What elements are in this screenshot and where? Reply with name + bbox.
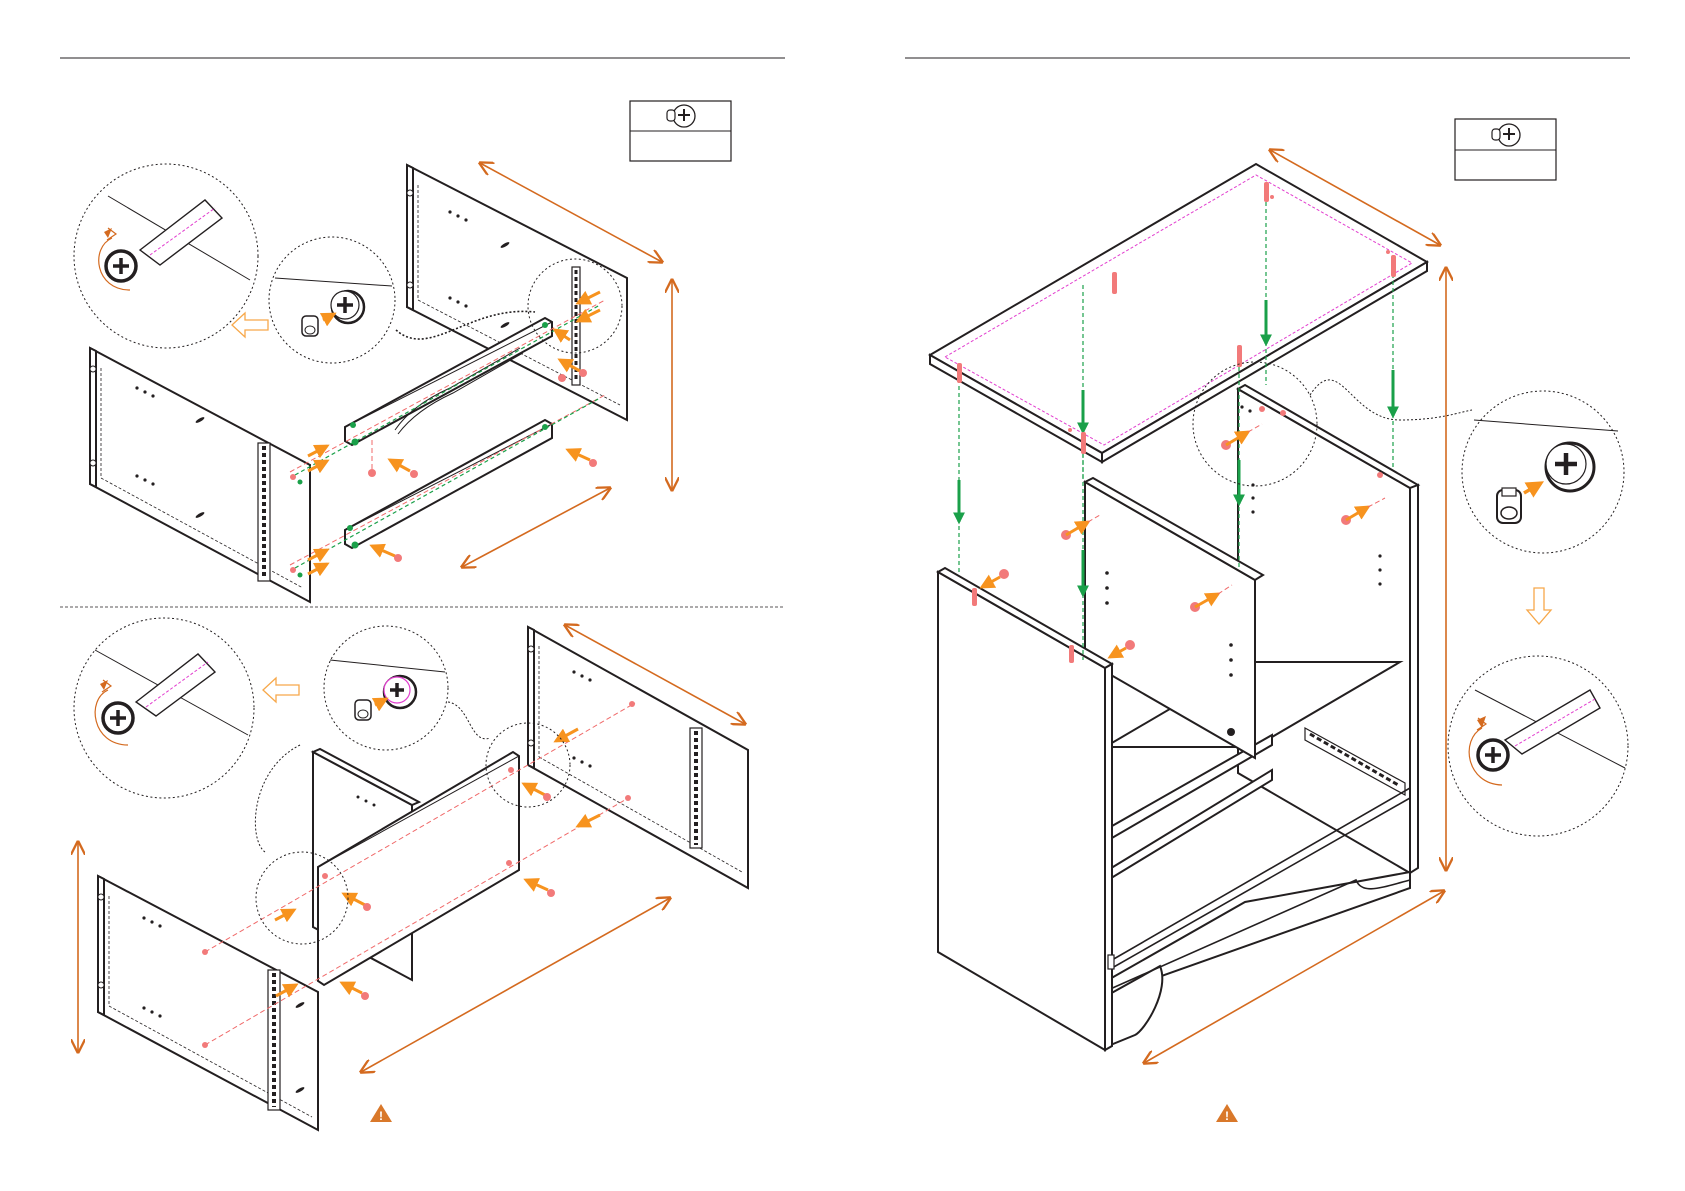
warning-triangle-icon: ! [370,1104,392,1123]
screwdriver-detail-right [1448,656,1628,836]
left-step-bottom [74,618,748,1130]
cam-lock-detail [269,237,395,363]
cam-lock-detail-right [1462,391,1624,553]
cabinet-carcass [938,385,1418,1050]
sequence-arrow-down [1527,588,1551,624]
left-hardware-box [630,101,731,161]
right-hardware-box [1455,119,1556,180]
screwdriver-detail-2 [74,618,254,798]
left-step-top [74,163,672,602]
cam-lock-detail-2 [324,626,448,750]
front-side-panel [90,348,310,602]
left-page: ! [60,101,785,1130]
width-dimension-arrow [462,488,610,567]
right-side-panel [528,627,748,888]
right-page: ! [930,119,1628,1123]
sequence-arrow-left [232,313,268,337]
sequence-arrow-left-2 [263,678,299,702]
warning-triangle-icon: ! [1216,1104,1238,1123]
screwdriver-detail [74,164,258,348]
right-warning-glyph: ! [1225,1109,1229,1123]
top-board [930,164,1427,462]
left-warning-glyph: ! [379,1109,383,1123]
lower-rail [345,420,552,548]
